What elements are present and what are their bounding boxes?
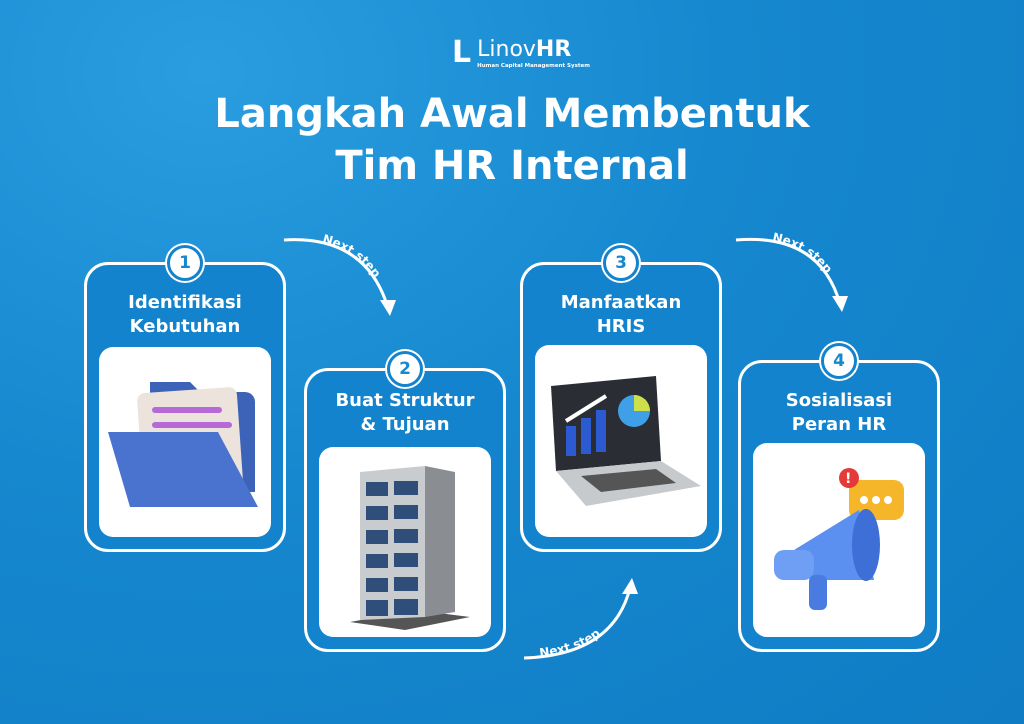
title-line-2: Tim HR Internal bbox=[335, 143, 689, 189]
step-title: Buat Struktur& Tujuan bbox=[335, 390, 475, 435]
step-card-2: 2 Buat Struktur& Tujuan bbox=[304, 351, 506, 652]
logo-tagline: Human Capital Management System bbox=[477, 63, 590, 69]
svg-text:Next step: Next step bbox=[321, 232, 384, 281]
next-step-arrow-2: Next step bbox=[735, 230, 848, 312]
step-number: 4 bbox=[821, 343, 857, 379]
step-number: 3 bbox=[603, 245, 639, 281]
step-number: 2 bbox=[387, 351, 423, 387]
step-number: 1 bbox=[167, 245, 203, 281]
svg-text:Next step: Next step bbox=[538, 626, 602, 660]
next-step-arrow-1: Next step bbox=[283, 232, 396, 316]
page-title: Langkah Awal Membentuk Tim HR Internal bbox=[0, 88, 1024, 192]
folder-icon bbox=[99, 347, 271, 537]
next-step-label: Next step bbox=[538, 626, 602, 660]
next-step-label: Next step bbox=[771, 230, 835, 276]
laptop-chart-icon bbox=[535, 345, 707, 537]
logo-name-a: Linov bbox=[477, 37, 536, 62]
megaphone-icon: ! bbox=[753, 443, 925, 637]
next-step-arrow-3: Next step bbox=[523, 578, 638, 660]
next-step-label: Next step bbox=[321, 232, 384, 281]
logo-name-b: HR bbox=[535, 37, 572, 62]
svg-text:!: ! bbox=[845, 471, 851, 487]
logo-mark: L bbox=[452, 35, 472, 70]
building-icon bbox=[319, 447, 491, 637]
svg-text:Next step: Next step bbox=[771, 230, 835, 276]
title-line-1: Langkah Awal Membentuk bbox=[214, 91, 810, 137]
logo: L LinovHR Human Capital Management Syste… bbox=[452, 35, 590, 70]
